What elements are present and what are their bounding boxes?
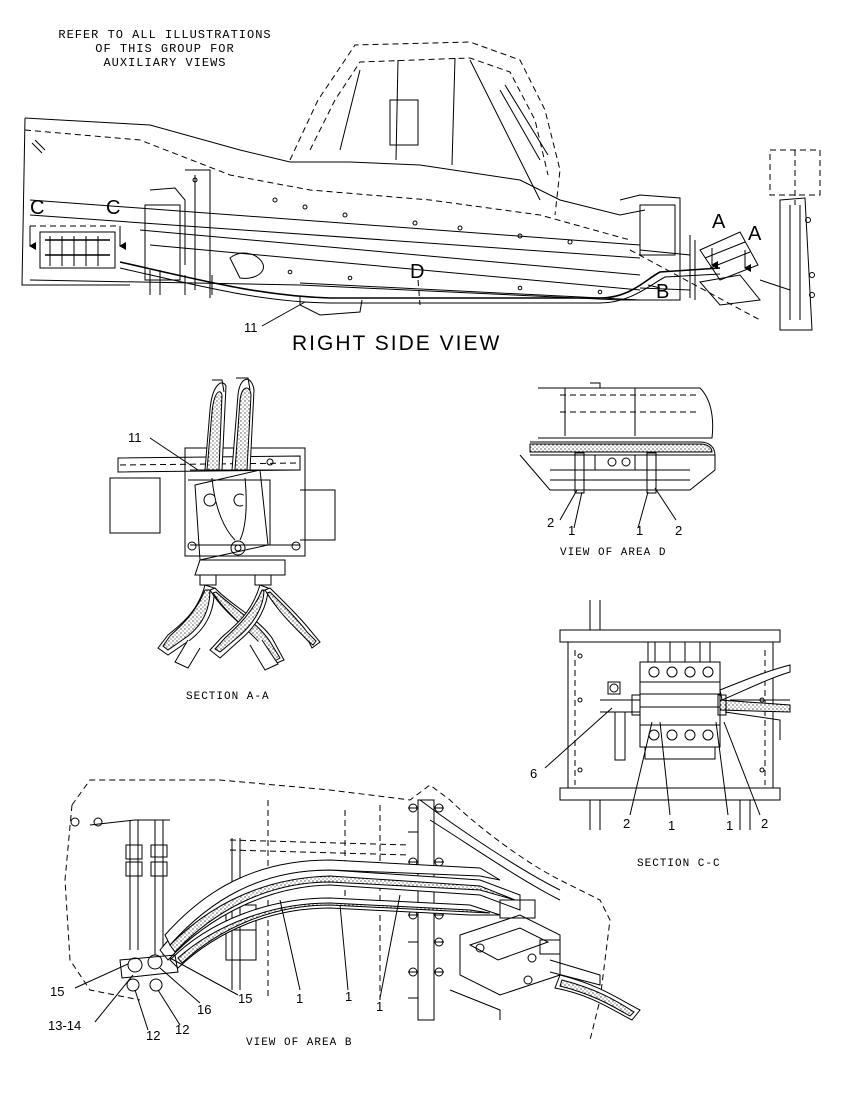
area-marker-b: B: [656, 281, 669, 303]
area-b-view: [64, 779, 641, 1041]
callout-d-1-left: 1: [568, 523, 575, 538]
callout-cc-6: 6: [530, 766, 537, 781]
callout-b-15-left: 15: [50, 984, 64, 999]
area-b-labels: 15 13-14 12 12 16 15 1 1 1 VIEW OF AREA …: [48, 984, 383, 1049]
section-marker-c-left: C: [30, 197, 44, 219]
callout-b-15-right: 15: [238, 991, 252, 1006]
area-d-view: [519, 382, 716, 529]
view-title-right-side: RIGHT SIDE VIEW: [292, 332, 501, 355]
view-title-section-aa: SECTION A-A: [186, 691, 270, 703]
header-note-line-1: REFER TO ALL ILLUSTRATIONS: [58, 28, 272, 42]
view-title-section-cc: SECTION C-C: [637, 858, 721, 870]
callout-cc-2-left: 2: [623, 816, 630, 831]
section-aa-view: [109, 377, 336, 671]
header-note: REFER TO ALL ILLUSTRATIONS OF THIS GROUP…: [40, 28, 290, 70]
section-marker-a-right: A: [748, 223, 762, 245]
callout-b-1-a: 1: [296, 991, 303, 1006]
callout-b-12-right: 12: [175, 1022, 189, 1037]
callout-b-12-left: 12: [146, 1028, 160, 1043]
view-title-area-b: VIEW OF AREA B: [246, 1037, 352, 1049]
view-title-area-d: VIEW OF AREA D: [560, 547, 666, 559]
right-side-view: [21, 41, 821, 331]
callout-d-2-left: 2: [547, 515, 554, 530]
section-aa-labels: 11 SECTION A-A: [128, 430, 270, 703]
callout-aa-11: 11: [128, 430, 142, 445]
area-d-labels: 2 1 1 2 VIEW OF AREA D: [547, 515, 682, 559]
section-cc-view: [544, 600, 791, 830]
callout-cc-1-right: 1: [726, 818, 733, 833]
header-note-line-3: AUXILIARY VIEWS: [103, 56, 227, 70]
callout-b-13-14: 13-14: [48, 1018, 81, 1033]
section-cc-labels: 6 2 1 1 2 SECTION C-C: [530, 766, 768, 870]
section-marker-a-left: A: [712, 211, 726, 233]
callout-d-1-right: 1: [636, 523, 643, 538]
right-side-view-labels: C C D A A B 11 RIGHT SIDE VIEW: [30, 197, 762, 355]
callout-d-2-right: 2: [675, 523, 682, 538]
callout-cc-2-right: 2: [761, 816, 768, 831]
section-marker-c-right: C: [106, 197, 120, 219]
callout-side-11: 11: [244, 320, 258, 335]
header-note-line-2: OF THIS GROUP FOR: [95, 42, 235, 56]
callout-cc-1-left: 1: [668, 818, 675, 833]
callout-b-1-b: 1: [345, 989, 352, 1004]
callout-b-16: 16: [197, 1002, 211, 1017]
area-marker-d: D: [410, 261, 424, 283]
callout-b-1-c: 1: [376, 999, 383, 1014]
